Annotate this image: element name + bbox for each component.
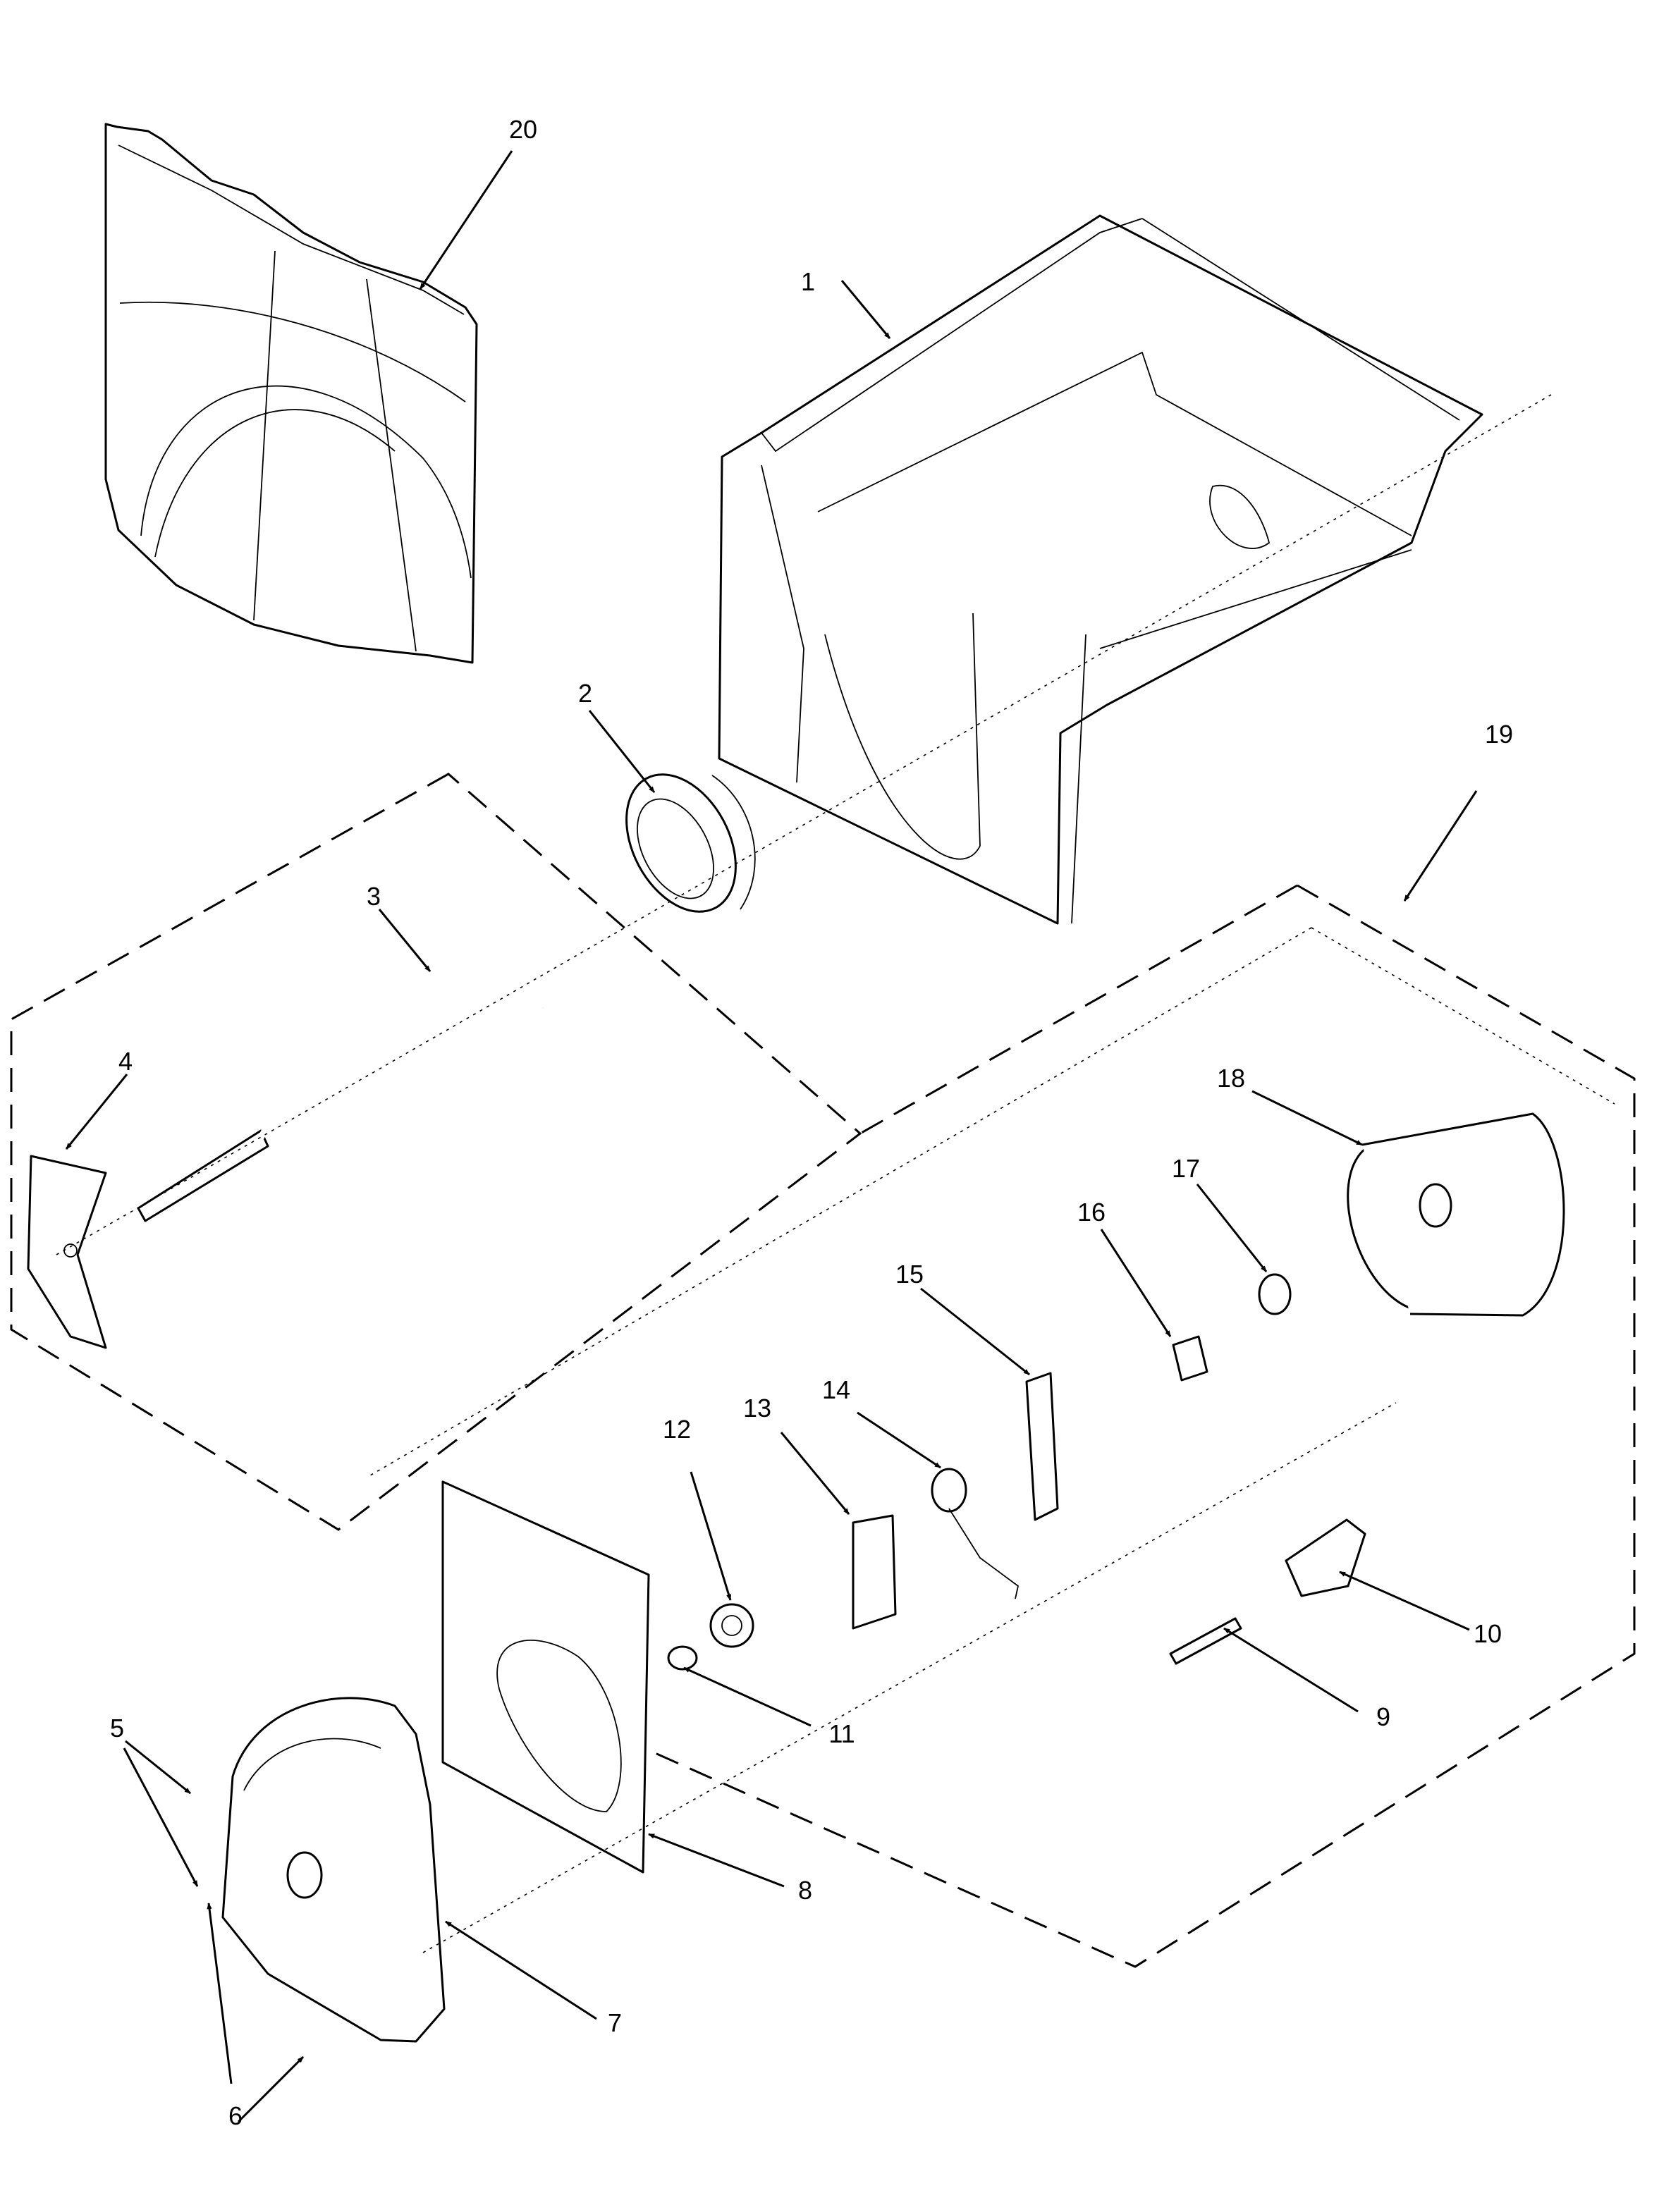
callout-12: 12 — [663, 1415, 691, 1444]
part-11-nut — [667, 1645, 698, 1671]
part-3-auger — [137, 917, 618, 1222]
part-20-front-cover — [104, 123, 478, 664]
callout-16: 16 — [1077, 1198, 1106, 1227]
part-14-spring — [931, 1468, 1020, 1599]
part-16-coupler — [1172, 1335, 1208, 1382]
callout-5: 5 — [110, 1714, 124, 1743]
part-9-pin — [1169, 1617, 1242, 1665]
part-10-bracket — [1285, 1518, 1366, 1597]
callout-17: 17 — [1172, 1154, 1200, 1183]
callout-9: 9 — [1376, 1702, 1390, 1731]
part-8-plate — [441, 1480, 650, 1874]
callout-8: 8 — [798, 1876, 812, 1905]
callout-6: 6 — [228, 2101, 243, 2130]
callout-15: 15 — [895, 1260, 924, 1289]
assembly-axis — [56, 394, 1552, 1953]
callout-7: 7 — [608, 2008, 622, 2037]
motor-assembly-outline-19 — [647, 884, 1636, 1968]
part-13-cam — [852, 1514, 897, 1630]
callout-20: 20 — [509, 115, 537, 144]
callout-11: 11 — [828, 1719, 855, 1748]
part-15-gear-plate — [1025, 1372, 1059, 1521]
part-7-housing — [221, 1697, 446, 2043]
callout-3: 3 — [367, 882, 381, 911]
auger-assembly-outline — [10, 773, 862, 1531]
callout-1: 1 — [801, 267, 815, 296]
part-17-bearing — [1258, 1273, 1292, 1315]
part-2-bushing-ring — [625, 773, 756, 913]
callout-2: 2 — [578, 679, 592, 708]
part-18-drive-cup — [1347, 1112, 1565, 1317]
callout-13: 13 — [743, 1394, 771, 1423]
callout-14: 14 — [822, 1375, 850, 1404]
callout-19: 19 — [1485, 720, 1513, 749]
callout-18: 18 — [1217, 1064, 1245, 1093]
part-1-ice-bucket — [718, 214, 1483, 925]
callout-10: 10 — [1474, 1619, 1502, 1648]
part-12-washer — [709, 1603, 754, 1648]
part-4-blade — [27, 1155, 107, 1349]
callout-4: 4 — [118, 1047, 133, 1076]
